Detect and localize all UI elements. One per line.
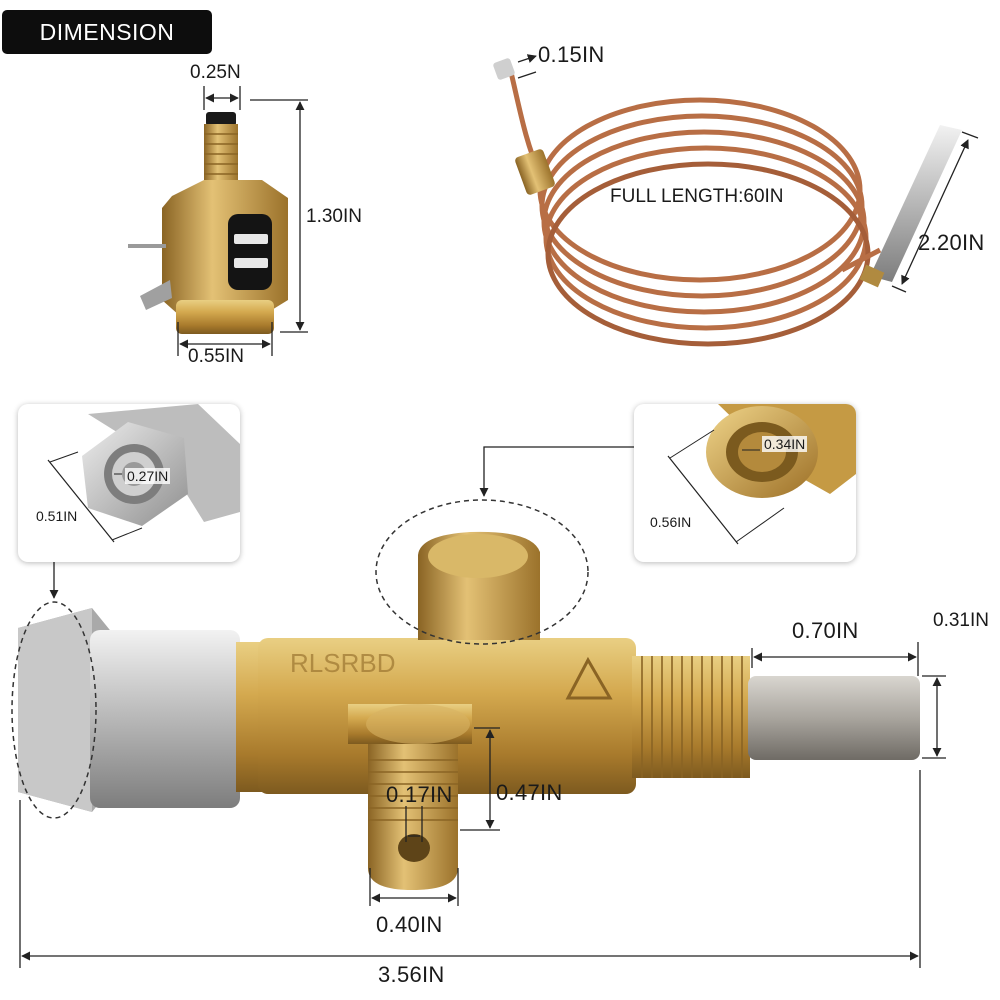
nut-outer-label: 0.51IN	[36, 508, 78, 524]
overall-length-label: 3.56IN	[378, 962, 445, 987]
igniter-drawing	[128, 112, 288, 334]
port-outer-label: 0.56IN	[650, 514, 692, 530]
port-detail-drawing	[667, 404, 856, 545]
valve-drawing: RLSRBD	[11, 499, 920, 890]
stem-length-label: 0.70IN	[792, 618, 859, 643]
full-length-label: FULL LENGTH:60IN	[610, 186, 784, 207]
dimension-title: DIMENSION	[2, 10, 212, 54]
inlet-width-label: 0.40IN	[376, 912, 443, 937]
igniter-width-label: 0.25N	[190, 62, 241, 83]
svg-text:RLSRBD: RLSRBD	[290, 648, 395, 678]
dimension-lines	[19, 54, 979, 968]
tip-diameter-label: 0.15IN	[538, 42, 605, 67]
inlet-height-label: 0.47IN	[496, 780, 563, 805]
igniter-base-label: 0.55IN	[188, 346, 244, 367]
igniter-height-label: 1.30IN	[306, 206, 362, 227]
nut-inner-label: 0.27IN	[125, 468, 171, 484]
nut-detail-inset: 0.27IN 0.51IN	[18, 404, 240, 562]
probe-length-label: 2.20IN	[918, 230, 985, 255]
stem-diameter-label: 0.31IN	[933, 610, 989, 631]
inlet-inner-label: 0.17IN	[386, 782, 453, 807]
port-detail-inset: 0.34IN 0.56IN	[634, 404, 856, 562]
port-inner-label: 0.34IN	[762, 436, 808, 452]
